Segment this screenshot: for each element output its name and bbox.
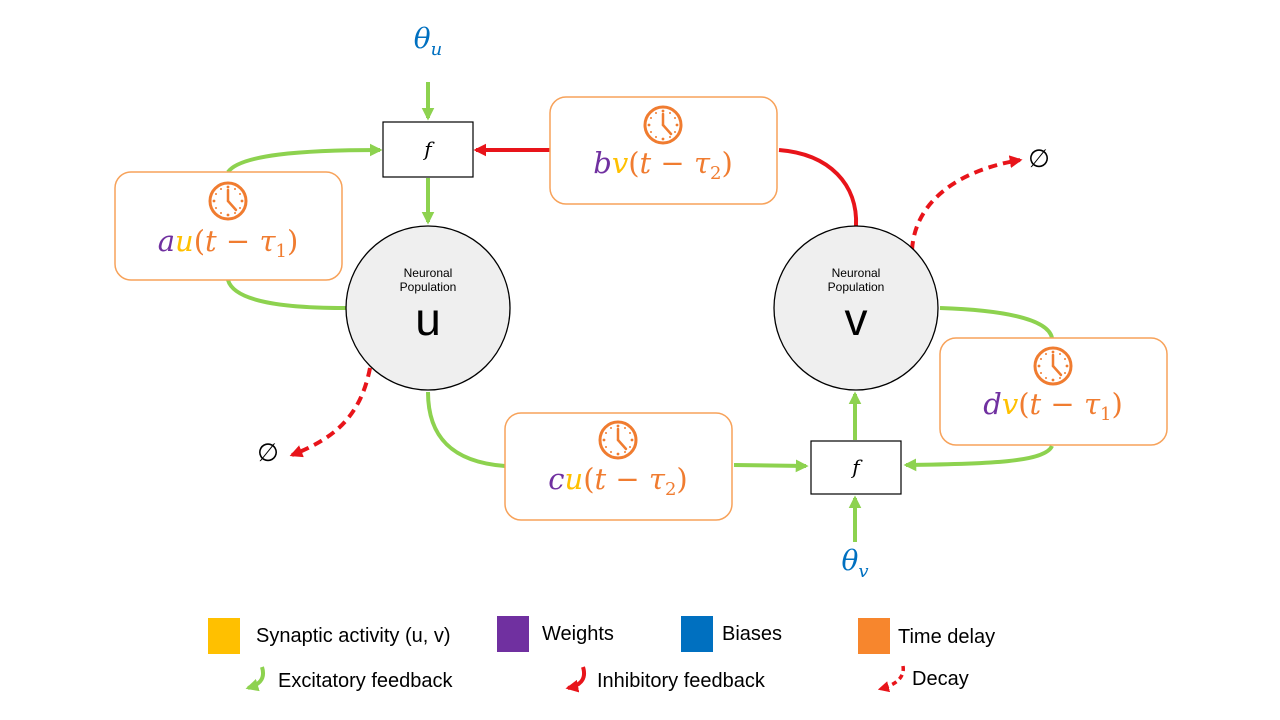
neuron-u-to-a-box-link — [226, 279, 347, 310]
clock-icon — [208, 181, 248, 221]
legend-label-synaptic: Synaptic activity (u, v) — [256, 625, 451, 647]
red-dashed-arrow-icon — [877, 665, 905, 693]
delay-expression-d: dv(t − τ1) — [983, 387, 1123, 425]
neuron-u-label-line2: Population — [400, 280, 457, 294]
neuron-v-name: v — [845, 293, 868, 345]
legend-label-excitatory: Excitatory feedback — [278, 670, 454, 692]
legend-label-weights: Weights — [542, 623, 614, 645]
decay-sink-v: ∅ — [1028, 144, 1050, 173]
neuron-v-to-d-box-link — [939, 306, 1054, 339]
legend-label-time-delay: Time delay — [898, 626, 995, 648]
neuron-u-name: u — [415, 293, 441, 345]
theta-v-label: θv — [841, 544, 868, 582]
neuron-v: Neuronal Population v — [773, 225, 939, 391]
neuron-u-label-line1: Neuronal — [404, 266, 453, 280]
activation-function-u: f — [382, 121, 474, 178]
neuron-v-label-line1: Neuronal — [832, 266, 881, 280]
activation-function-v: f — [810, 440, 902, 495]
legend-swatch-biases — [681, 616, 713, 652]
legend-swatch-time-delay — [858, 618, 890, 654]
delay-box-c: cu(t − τ2) — [504, 412, 733, 521]
neuron-v-to-b-box-link — [778, 148, 859, 227]
clock-icon — [1033, 346, 1073, 386]
decay-v-arrow — [910, 155, 1023, 251]
delay-box-d: dv(t − τ1) — [939, 337, 1168, 446]
clock-icon — [643, 105, 683, 145]
legend-label-biases: Biases — [722, 623, 782, 645]
d-feedback-to-f-v-arrow — [903, 444, 1054, 472]
neuron-u-to-c-box-link — [426, 391, 506, 468]
clock-icon — [598, 420, 638, 460]
delay-box-b: bv(t − τ2) — [549, 96, 778, 205]
legend: Synaptic activity (u, v) Weights Biases … — [208, 616, 995, 693]
legend-label-decay: Decay — [912, 668, 969, 690]
delay-expression-b: bv(t − τ2) — [593, 146, 733, 184]
green-curved-arrow-icon — [245, 666, 265, 692]
legend-label-inhibitory: Inhibitory feedback — [597, 670, 766, 692]
theta-u-label: θu — [414, 22, 442, 60]
delay-expression-c: cu(t − τ2) — [548, 462, 688, 500]
a-feedback-to-f-u-arrow — [226, 143, 383, 174]
neuron-u: Neuronal Population u — [345, 225, 511, 391]
legend-swatch-synaptic — [208, 618, 240, 654]
delay-box-a: au(t − τ1) — [114, 171, 343, 281]
decay-u-arrow — [289, 367, 372, 458]
decay-sink-u: ∅ — [257, 438, 279, 467]
legend-swatch-weights — [497, 616, 529, 652]
c-feedback-to-f-v-arrow — [733, 459, 809, 473]
delay-expression-a: au(t − τ1) — [158, 224, 299, 262]
red-curved-arrow-icon — [565, 666, 586, 693]
neuron-v-label-line2: Population — [828, 280, 885, 294]
